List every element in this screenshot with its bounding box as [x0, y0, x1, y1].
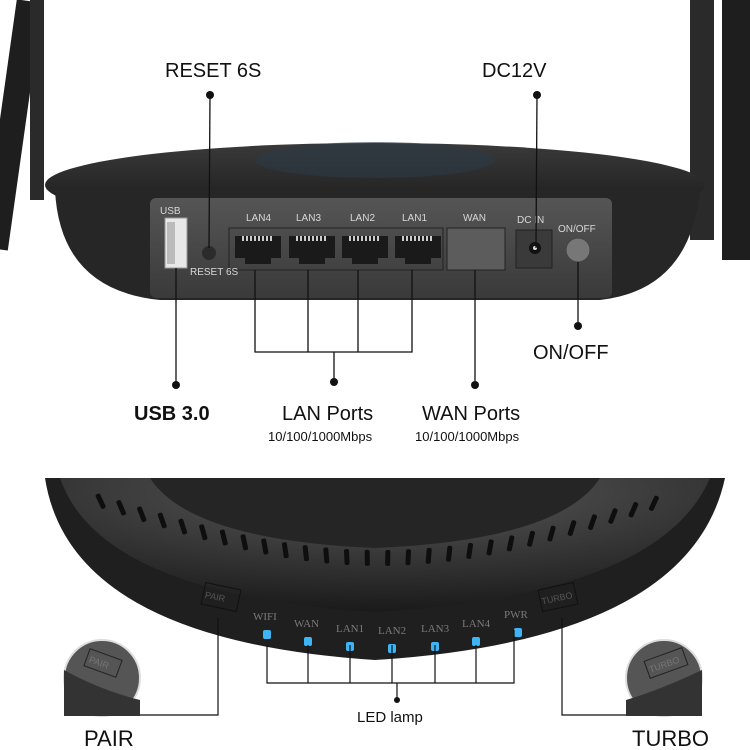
vent-slot [95, 493, 106, 509]
vent-slot [628, 502, 639, 518]
lan-speed: 10/100/1000Mbps [268, 429, 373, 444]
vent-slot [240, 534, 249, 551]
router-back: USB RESET 6S LAN4 LAN3 LAN2 LAN1 WAN DC … [45, 142, 705, 300]
vent-slots [95, 493, 659, 566]
vent-slot [567, 520, 577, 536]
vent-slot [506, 535, 515, 552]
turbo-inset: TURBO [625, 639, 703, 717]
vent-slot [547, 525, 556, 542]
vent-slot [137, 506, 147, 523]
led-label: LAN3 [421, 623, 450, 635]
led-wifi [263, 630, 271, 639]
wan-speed: 10/100/1000Mbps [415, 429, 520, 444]
vent-slot [302, 545, 309, 562]
vent-slot [343, 549, 350, 566]
led-label: WAN [294, 618, 319, 630]
led-callout-lines [135, 618, 630, 716]
power-button [565, 237, 591, 263]
vent-slot [219, 529, 228, 546]
led-lamp-callout: LED lamp [357, 709, 423, 726]
vent-slot [385, 549, 391, 566]
panel-wan-label: WAN [463, 213, 486, 224]
panel-reset-label: RESET 6S [190, 267, 238, 278]
led-indicators: WIFI WAN LAN1 LAN2 LAN3 LAN4 PWR [253, 609, 529, 653]
panel-lan2-label: LAN2 [350, 213, 375, 224]
vent-slot [527, 530, 535, 547]
vent-slot [261, 538, 269, 555]
pair-inset: PAIR [63, 639, 141, 717]
wan-callout: WAN Ports [422, 403, 520, 425]
vent-slot [178, 518, 188, 535]
vent-slot [157, 512, 167, 529]
led-label: LAN4 [462, 618, 491, 630]
panel-onoff-label: ON/OFF [558, 224, 596, 235]
vent-slot [425, 547, 432, 564]
reset-callout: RESET 6S [165, 60, 261, 82]
vent-slot [364, 549, 370, 566]
vent-slot [608, 508, 618, 524]
panel-usb-label: USB [160, 206, 181, 217]
vent-slot [445, 545, 453, 562]
led-label: PWR [504, 609, 529, 621]
panel-dcin-label: DC IN [517, 215, 544, 226]
panel-lan4-label: LAN4 [246, 213, 271, 224]
callout-dots [172, 91, 582, 389]
led-wan [304, 637, 312, 646]
led-label: WIFI [253, 611, 277, 623]
onoff-callout: ON/OFF [533, 342, 609, 364]
vent-slot [648, 495, 659, 511]
led-lan4 [472, 637, 480, 646]
pair-callout: PAIR [84, 726, 134, 750]
vent-slot [323, 547, 330, 564]
vent-slot [486, 539, 494, 556]
lan-port [289, 236, 335, 264]
led-label: LAN1 [336, 623, 364, 635]
led-pwr [514, 628, 522, 637]
callout-lines [175, 94, 579, 385]
pair-button-label: PAIR [204, 590, 226, 604]
lan-callout: LAN Ports [282, 403, 373, 425]
turbo-callout: TURBO [632, 726, 709, 750]
vent-slot [588, 514, 597, 531]
lan-port [395, 236, 441, 264]
vent-slot [281, 542, 289, 559]
led-label: LAN2 [378, 625, 406, 637]
vent-slot [199, 524, 208, 541]
panel-lan3-label: LAN3 [296, 213, 321, 224]
panel-lan1-label: LAN1 [402, 213, 427, 224]
lan-port [342, 236, 388, 264]
lan-port [235, 236, 281, 264]
vent-slot [466, 542, 474, 559]
vent-slot [116, 500, 127, 516]
reset-button [202, 246, 216, 260]
dc-callout: DC12V [482, 60, 547, 82]
vent-slot [405, 549, 412, 566]
usb-callout: USB 3.0 [134, 403, 210, 425]
